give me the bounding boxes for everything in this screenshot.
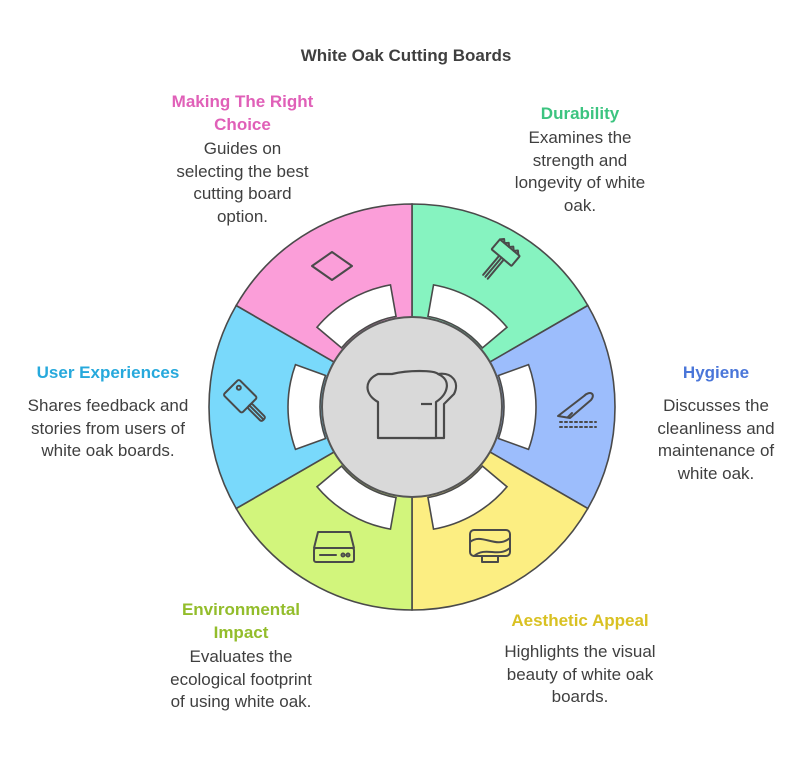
diagram-title: White Oak Cutting Boards <box>300 46 512 65</box>
durability-description: Examines the strength and longevity of w… <box>514 128 646 215</box>
segment-durability: Durability Examines the strength and lon… <box>500 102 660 217</box>
cleaver-icon <box>223 379 266 422</box>
segment-user: User Experiences Shares feedback and sto… <box>22 361 194 463</box>
hygiene-description: Discusses the cleanliness and maintenanc… <box>657 396 775 483</box>
durability-heading: Durability <box>540 104 620 123</box>
user-description: Shares feedback and stories from users o… <box>27 396 189 460</box>
diamond-icon <box>311 251 353 281</box>
segment-environmental: Environmental Impact Evaluates the ecolo… <box>166 598 316 714</box>
environmental-heading: Environmental Impact <box>181 600 301 642</box>
inner-ring-hygiene <box>497 363 537 451</box>
user-heading: User Experiences <box>36 363 180 382</box>
meat-mallet-icon <box>482 237 521 280</box>
hygiene-heading: Hygiene <box>682 363 750 382</box>
choice-description: Guides on selecting the best cutting boa… <box>176 139 309 226</box>
segment-choice: Making The Right Choice Guides on select… <box>160 90 325 228</box>
inner-ring-aesthetic <box>427 465 509 531</box>
inner-ring-durability <box>427 283 509 349</box>
bread-loaf-icon <box>366 369 458 440</box>
environmental-description: Evaluates the ecological footprint of us… <box>170 647 312 711</box>
inner-ring-user <box>287 363 327 451</box>
aesthetic-description: Highlights the visual beauty of white oa… <box>504 642 656 706</box>
wood-grain-board-icon <box>469 529 511 563</box>
drive-box-icon <box>313 531 355 563</box>
choice-heading: Making The Right Choice <box>171 92 314 134</box>
segment-aesthetic: Aesthetic Appeal Highlights the visual b… <box>495 609 665 709</box>
inner-ring-choice <box>315 283 397 349</box>
knife-cleaning-icon <box>557 392 597 428</box>
segment-hygiene: Hygiene Discusses the cleanliness and ma… <box>640 361 792 485</box>
aesthetic-heading: Aesthetic Appeal <box>511 611 649 630</box>
inner-ring-environmental <box>315 465 397 531</box>
